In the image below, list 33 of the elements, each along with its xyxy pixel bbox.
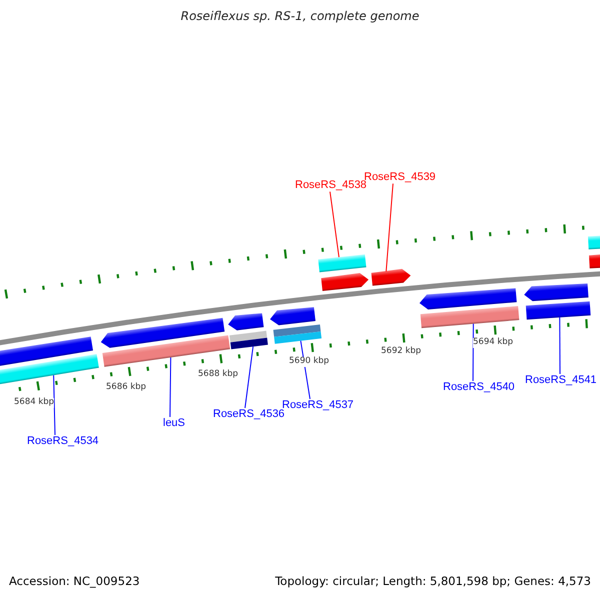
leader-line: [53, 374, 56, 436]
gene-feature: [0, 336, 99, 386]
gene-feature: [270, 307, 322, 344]
leader-line: [472, 323, 474, 382]
gene-label: RoseRS_4538: [295, 179, 367, 192]
leader-line: [330, 191, 340, 258]
gene-feature: [588, 234, 600, 268]
gene-label: RoseRS_4539: [364, 171, 436, 184]
gene-feature: [419, 288, 520, 328]
leader-line: [244, 346, 254, 408]
scale-label: 5688 kbp: [198, 370, 238, 380]
accession-text: Accession: NC_009523: [9, 575, 140, 588]
scale-label: 5690 kbp: [289, 357, 330, 367]
scale-label: 5694 kbp: [473, 338, 514, 348]
gene-label: RoseRS_4537: [282, 399, 354, 412]
scale-label: 5686 kbp: [106, 383, 146, 393]
gene-label: RoseRS_4540: [443, 381, 515, 394]
genome-summary: Topology: circular; Length: 5,801,598 bp; Genes: 4,573: [275, 575, 591, 588]
scale-label: 5692 kbp: [381, 347, 422, 357]
gene-feature: [524, 284, 591, 320]
leader-line: [386, 183, 394, 272]
leader-line: [170, 356, 172, 418]
gene-feature: [100, 318, 230, 367]
gene-label: RoseRS_4541: [525, 374, 597, 387]
gene-feature: [228, 313, 268, 350]
gene-label: RoseRS_4534: [27, 435, 99, 448]
scale-label: 5684 kbp: [14, 398, 54, 408]
gene-feature: [371, 268, 411, 286]
gene-label: leuS: [163, 417, 186, 430]
gene-label: RoseRS_4536: [213, 408, 285, 421]
gene-feature: [318, 254, 369, 292]
title: Roseiflexus sp. RS-1, complete genome: [180, 10, 420, 24]
leader-line: [559, 316, 560, 374]
